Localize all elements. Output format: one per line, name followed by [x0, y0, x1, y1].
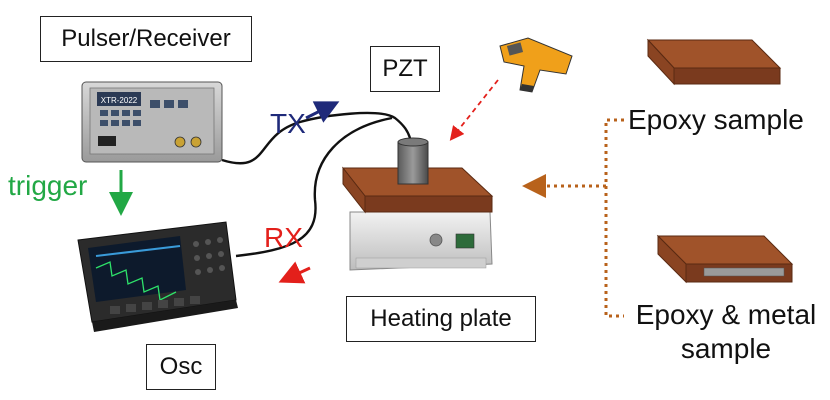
rx-cable [235, 116, 393, 258]
epoxy-metal-sample-label: Epoxy & metal sample [628, 298, 824, 366]
ir-laser-line [449, 79, 499, 141]
rx-label: RX [264, 222, 303, 253]
pzt-transducer-icon [397, 137, 429, 185]
pulser-model-text: XTR-2022 [101, 96, 138, 105]
trigger-label: trigger [8, 170, 88, 201]
sample-selector-connector [522, 118, 624, 318]
tx-arrow [305, 101, 340, 123]
heating-plate-label: Heating plate [346, 296, 536, 342]
epoxy-metal-sample-icon [656, 234, 794, 284]
tx-label: TX [270, 108, 306, 139]
ir-thermometer-icon [499, 37, 573, 93]
pzt-label: PZT [370, 46, 440, 92]
heating-plate-icon [349, 211, 493, 271]
pulser-receiver-label: Pulser/Receiver [40, 16, 252, 62]
epoxy-metal-label-line1: Epoxy & metal [635, 299, 817, 330]
epoxy-sample-icon [646, 38, 782, 86]
osc-label: Osc [146, 344, 216, 390]
pulser-receiver-device-icon: XTR-2022 [81, 81, 223, 163]
epoxy-metal-label-line2: sample [680, 333, 772, 364]
epoxy-sample-label: Epoxy sample [628, 104, 804, 135]
rx-arrow [278, 261, 311, 284]
oscilloscope-icon [77, 221, 238, 332]
